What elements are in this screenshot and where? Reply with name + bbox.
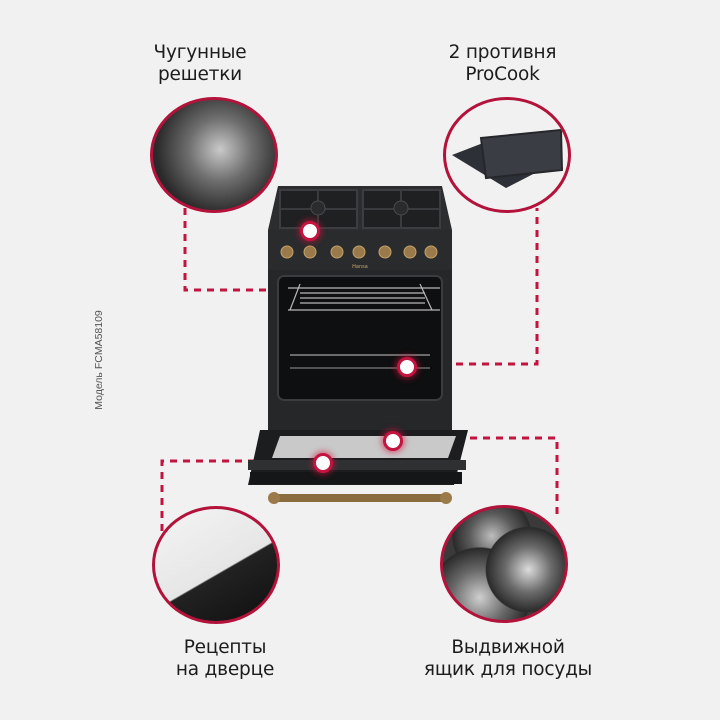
caption-trays-line2: ProCook xyxy=(465,64,540,85)
caption-grates-line2: решетки xyxy=(157,64,242,85)
feature-image-trays xyxy=(443,97,571,213)
caption-grates: Чугунные решетки xyxy=(130,42,270,86)
brand-mark: Hansa xyxy=(352,264,368,270)
feature-image-drawer xyxy=(440,505,568,623)
trays-icon xyxy=(452,128,564,188)
caption-trays-line1: 2 противня xyxy=(448,42,557,63)
feature-image-recipes xyxy=(152,506,280,624)
caption-drawer: Выдвижной ящик для посуды xyxy=(408,637,608,681)
caption-grates-line1: Чугунные xyxy=(153,42,247,63)
caption-trays: 2 противня ProCook xyxy=(420,42,585,86)
connector-grates xyxy=(183,208,309,292)
hotspot-grates[interactable] xyxy=(300,221,320,241)
hotspot-recipes[interactable] xyxy=(313,453,333,473)
caption-drawer-line2: ящик для посуды xyxy=(423,659,593,680)
hotspot-trays[interactable] xyxy=(397,357,417,377)
caption-recipes-line1: Рецепты xyxy=(183,637,267,658)
caption-drawer-line1: Выдвижной xyxy=(451,637,565,658)
hotspot-drawer[interactable] xyxy=(383,431,403,451)
caption-recipes: Рецепты на дверце xyxy=(145,637,305,681)
stove-image: Hansa xyxy=(248,186,468,504)
caption-recipes-line2: на дверце xyxy=(175,659,275,680)
feature-image-grates xyxy=(150,97,278,213)
